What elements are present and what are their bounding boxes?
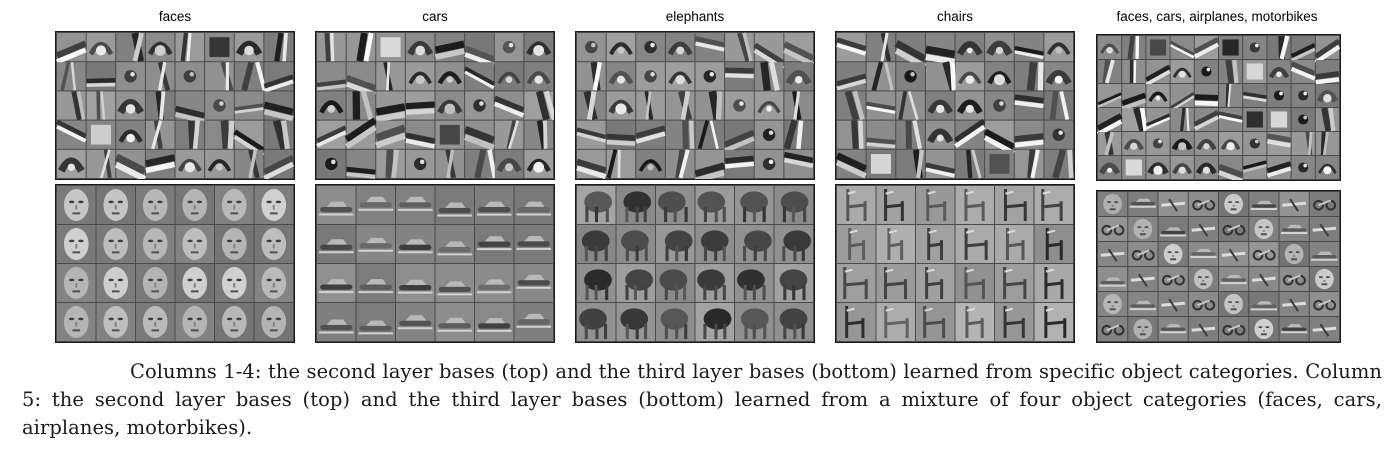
cars-second-layer-bases-mosaic <box>316 32 554 179</box>
mixture-second-layer-bases-mosaic <box>1097 35 1340 180</box>
faces-third-layer-bases-mosaic <box>57 186 293 341</box>
mixture-third-layer-bases <box>1096 190 1341 343</box>
chairs-second-layer-bases-mosaic <box>836 32 1074 179</box>
faces-third-layer-bases <box>55 184 295 343</box>
elephants-second-layer-bases-mosaic <box>576 32 814 179</box>
chairs-third-layer-bases <box>835 184 1075 343</box>
faces-second-layer-bases <box>55 31 295 180</box>
column-title-3: elephants <box>665 9 725 24</box>
figure-caption-text: Columns 1-4: the second layer bases (top… <box>22 360 1382 439</box>
faces-second-layer-bases-mosaic <box>56 32 294 179</box>
column-title-1: faces <box>158 9 192 24</box>
cars-third-layer-bases <box>315 184 555 343</box>
figure-caption: Columns 1-4: the second layer bases (top… <box>22 358 1382 442</box>
column-title-5: faces, cars, airplanes, motorbikes <box>1116 9 1318 24</box>
mixture-second-layer-bases <box>1096 34 1341 181</box>
chairs-third-layer-bases-mosaic <box>837 186 1073 341</box>
elephants-third-layer-bases <box>575 184 815 343</box>
mixture-third-layer-bases-mosaic <box>1098 192 1339 341</box>
column-title-4: chairs <box>936 9 973 24</box>
cars-third-layer-bases-mosaic <box>317 186 553 341</box>
chairs-second-layer-bases <box>835 31 1075 180</box>
elephants-second-layer-bases <box>575 31 815 180</box>
cars-second-layer-bases <box>315 31 555 180</box>
column-title-2: cars <box>422 9 448 24</box>
elephants-third-layer-bases-mosaic <box>577 186 813 341</box>
